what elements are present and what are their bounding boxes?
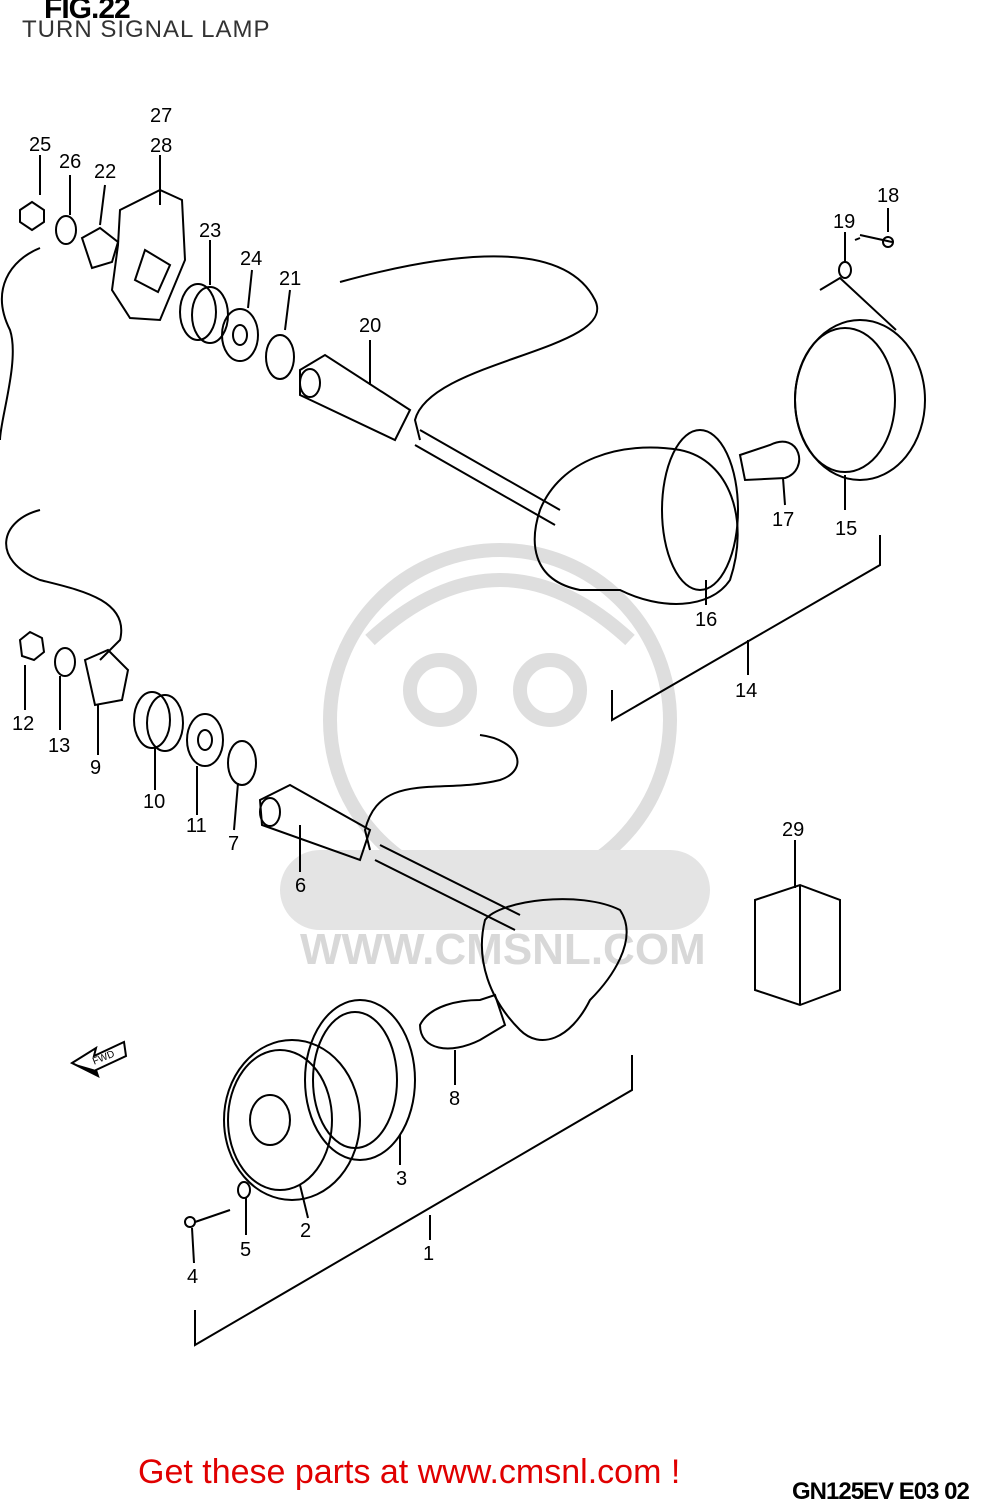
callout-16: 16 [695,609,717,631]
callout-9: 9 [90,757,101,779]
nut-25 [19,200,45,232]
callout-19: 19 [833,211,855,233]
callout-13: 13 [48,735,70,757]
callout-29: 29 [782,819,804,841]
callout-4: 4 [187,1266,198,1288]
callout-20: 20 [359,315,381,337]
callout-8: 8 [449,1088,460,1110]
callout-6: 6 [295,875,306,897]
nut-12 [18,630,46,662]
callout-25: 25 [29,134,51,156]
callout-12: 12 [12,713,34,735]
figure-title: FIG.22 [44,0,131,25]
callout-18: 18 [877,185,899,207]
callout-5: 5 [240,1239,251,1261]
callout-15: 15 [835,518,857,540]
callout-2: 2 [300,1220,311,1242]
callout-1: 1 [423,1243,434,1265]
callout-28: 28 [150,135,172,157]
callout-10: 10 [143,791,165,813]
fwd-arrow-icon: FWD [69,1040,128,1078]
figure-code: GN125EV E03 02 [792,1478,970,1505]
callout-27: 27 [150,105,172,127]
callout-26: 26 [59,151,81,173]
figure-subtitle: TURN SIGNAL LAMP [22,16,271,43]
callout-3: 3 [396,1168,407,1190]
callout-21: 21 [279,268,301,290]
callout-11: 11 [186,815,207,837]
callout-24: 24 [240,248,262,270]
watermark-url: WWW.CMSNL.COM [300,925,706,974]
callout-22: 22 [94,161,116,183]
callout-17: 17 [772,509,794,531]
callout-14: 14 [735,680,757,702]
callout-7: 7 [228,833,239,855]
callout-23: 23 [199,220,221,242]
footer-cta: Get these parts at www.cmsnl.com ! [138,1453,681,1491]
